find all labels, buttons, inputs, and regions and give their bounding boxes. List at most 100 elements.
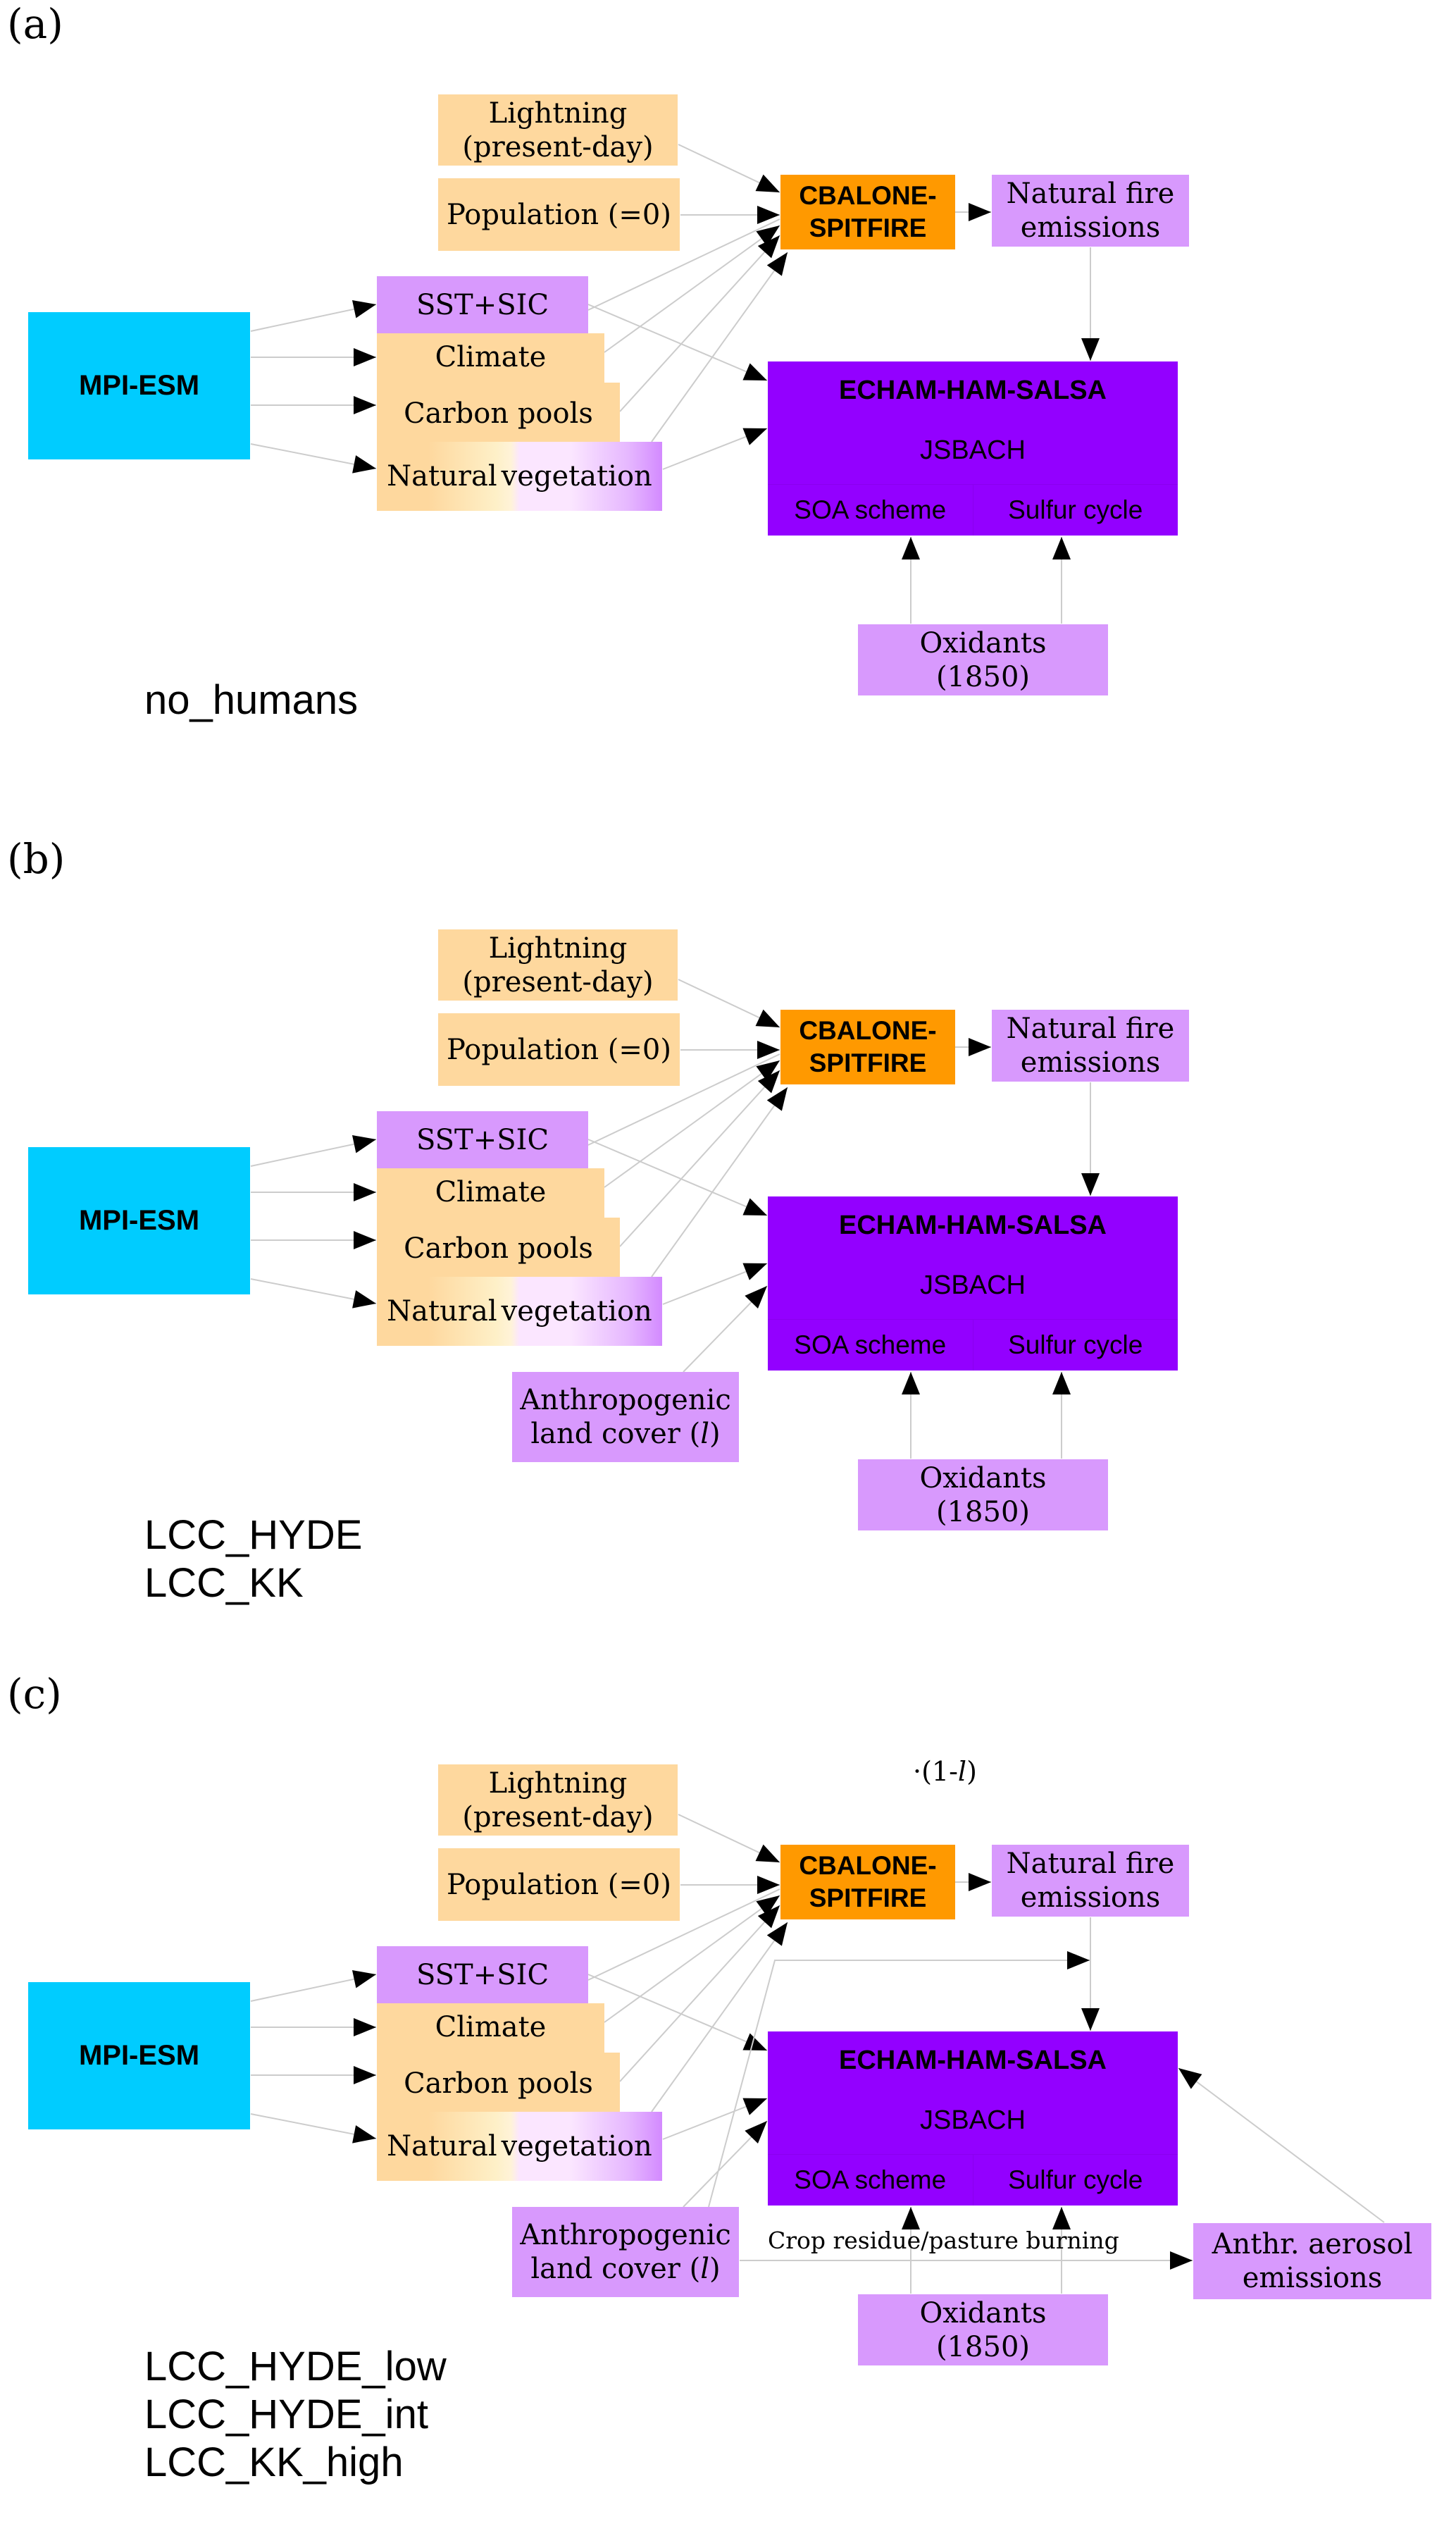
oxidants-label-line1: Oxidants [919, 2296, 1047, 2330]
oxidants-label-line1: Oxidants [919, 626, 1047, 660]
echam-title: ECHAM-HAM-SALSA [839, 376, 1107, 405]
edge-fire-to-echam-arrowhead-icon [1081, 1173, 1100, 1196]
oxidants-label-line2: (1850) [935, 2330, 1030, 2363]
edge-mpi-to-sst [250, 1974, 377, 2002]
edge-mpi-to-climate-arrowhead-icon [354, 348, 376, 366]
echam-submodules: SOA scheme Sulfur cycle [768, 2154, 1178, 2206]
scenario-list: no_humans [144, 676, 358, 724]
edge-mpi-to-natveg-arrowhead-icon [352, 1290, 376, 1309]
sulfur-cycle-label: Sulfur cycle [972, 1320, 1178, 1371]
mpi-esm-node: MPI-ESM [28, 312, 250, 459]
edge-natveg-to-echam-arrowhead-icon [742, 1263, 767, 1280]
natural-fire-emissions-node: Natural fire emissions [992, 175, 1189, 247]
edge-mpi-to-natveg [250, 1278, 377, 1304]
edge-oxidants-to-soa-arrowhead-icon [902, 537, 920, 559]
natural-fire-label-line1: Natural fire [1006, 1013, 1175, 1045]
edge-natveg-to-echam-arrowhead-icon [742, 2098, 767, 2115]
edge-mpi-to-natveg [250, 2113, 377, 2139]
lightning-label-line1: Lightning [488, 97, 628, 130]
mpi-esm-label: MPI-ESM [78, 2040, 200, 2071]
edge-natveg-to-cbalone-arrowhead-icon [766, 252, 788, 276]
edge-population-to-cbalone-arrowhead-icon [757, 1876, 780, 1894]
edge-mpi-to-sst [250, 1139, 377, 1167]
edge-sst-to-echam-arrowhead-icon [742, 2033, 767, 2050]
edge-lightning-to-cbalone-arrowhead-icon [755, 1009, 780, 1027]
panel-a: (a) MPI-ESM Lightning (present-day) Popu… [0, 0, 1456, 835]
edge-oxidants-to-sulfur-arrowhead-icon [1052, 1372, 1071, 1394]
natural-vegetation-label-2: vegetation [501, 1295, 652, 1328]
edge-natveg-to-echam [662, 428, 768, 470]
lightning-label-line2: (present-day) [462, 1800, 654, 1833]
natural-fire-emissions-node: Natural fire emissions [992, 1010, 1189, 1082]
oxidants-label-line2: (1850) [935, 660, 1030, 693]
anthropogenic-land-cover-node: Anthropogenic land cover (l) [512, 1372, 739, 1462]
edge-anthro-to-echam [683, 1285, 768, 1373]
sst-sic-label: SST+SIC [416, 1958, 549, 1991]
crop-residue-label: Crop residue/pasture burning [768, 2227, 1119, 2254]
edge-sst-to-echam [587, 304, 768, 381]
anthr-aerosol-emissions-node: Anthr. aerosol emissions [1193, 2223, 1431, 2299]
edge-natveg-to-cbalone-arrowhead-icon [766, 1922, 788, 1946]
panel-label: (a) [7, 0, 63, 48]
edge-sst-to-echam-arrowhead-icon [742, 363, 767, 381]
soa-scheme-label: SOA scheme [794, 1330, 947, 1359]
echam-title: ECHAM-HAM-SALSA [839, 2046, 1107, 2075]
soa-scheme-label: SOA scheme [794, 2165, 947, 2194]
soa-scheme-label: SOA scheme [794, 495, 947, 524]
sst-sic-label: SST+SIC [416, 1123, 549, 1156]
natural-fire-label-line1: Natural fire [1006, 1848, 1175, 1880]
one-minus-l-label: ·(1-l) [913, 1756, 977, 1787]
cbalone-spitfire-node: CBALONE- SPITFIRE [780, 175, 955, 249]
edge-sst-to-echam-arrowhead-icon [742, 1198, 767, 1215]
scenario-name: LCC_KK [144, 1560, 304, 1606]
oxidants-node: Oxidants (1850) [858, 1459, 1108, 1530]
population-label: Population (=0) [447, 1868, 671, 1901]
edge-aerosol-to-echam [1178, 2067, 1385, 2223]
edge-climate-to-cbalone-arrowhead-icon [756, 1060, 780, 1082]
cbalone-spitfire-node: CBALONE- SPITFIRE [780, 1010, 955, 1084]
edge-natveg-to-echam-arrowhead-icon [742, 428, 767, 445]
edge-lightning-to-cbalone [678, 144, 780, 193]
cbalone-label-line2: SPITFIRE [809, 1883, 927, 1912]
panel-c: (c) MPI-ESM Lightning (present-day) Popu… [0, 1670, 1456, 2505]
sst-sic-node: SST+SIC [377, 276, 588, 333]
anthropogenic-land-cover-node: Anthropogenic land cover (l) [512, 2207, 739, 2297]
scenario-name: LCC_HYDE_low [144, 2344, 447, 2389]
population-node: Population (=0) [438, 1848, 680, 1921]
natural-fire-label-line2: emissions [1020, 1881, 1161, 1914]
scenario-name: no_humans [144, 677, 359, 723]
carbon-pools-node: Carbon pools [377, 1218, 620, 1279]
population-node: Population (=0) [438, 178, 680, 251]
climate-label: Climate [435, 341, 547, 373]
population-label: Population (=0) [447, 1033, 671, 1066]
mpi-esm-label: MPI-ESM [78, 370, 200, 401]
natural-vegetation-label-1: Natural [387, 1295, 497, 1328]
sulfur-cycle-label: Sulfur cycle [972, 2155, 1178, 2206]
carbon-pools-label: Carbon pools [404, 2067, 593, 2100]
edge-carbon-to-cbalone-arrowhead-icon [757, 1905, 780, 1929]
natural-fire-label-line2: emissions [1020, 211, 1161, 244]
anthr-aerosol-label-line1: Anthr. aerosol [1212, 2228, 1413, 2260]
natural-fire-label-line2: emissions [1020, 1046, 1161, 1079]
scenario-name: LCC_KK_high [144, 2439, 404, 2485]
anthro-land-label-line1: Anthropogenic [520, 1384, 731, 1416]
climate-label: Climate [435, 2011, 547, 2043]
mpi-esm-node: MPI-ESM [28, 1147, 250, 1294]
carbon-pools-node: Carbon pools [377, 383, 620, 444]
edge-carbon-to-cbalone [619, 235, 780, 412]
edge-mpi-to-sst-arrowhead-icon [351, 1134, 376, 1153]
climate-label: Climate [435, 1176, 547, 1208]
edge-mpi-to-sst [250, 304, 377, 332]
edge-climate-to-cbalone-arrowhead-icon [756, 225, 780, 247]
edge-oxidants-to-sulfur-arrowhead-icon [1052, 537, 1071, 559]
lightning-node: Lightning (present-day) [438, 1764, 678, 1836]
mpi-esm-node: MPI-ESM [28, 1982, 250, 2129]
edge-mpi-to-sst-arrowhead-icon [351, 299, 376, 318]
carbon-pools-label: Carbon pools [404, 397, 593, 430]
edge-fire-to-echam-arrowhead-icon [1081, 2008, 1100, 2031]
carbon-pools-node: Carbon pools [377, 2053, 620, 2114]
cbalone-label-line2: SPITFIRE [809, 1048, 927, 1077]
